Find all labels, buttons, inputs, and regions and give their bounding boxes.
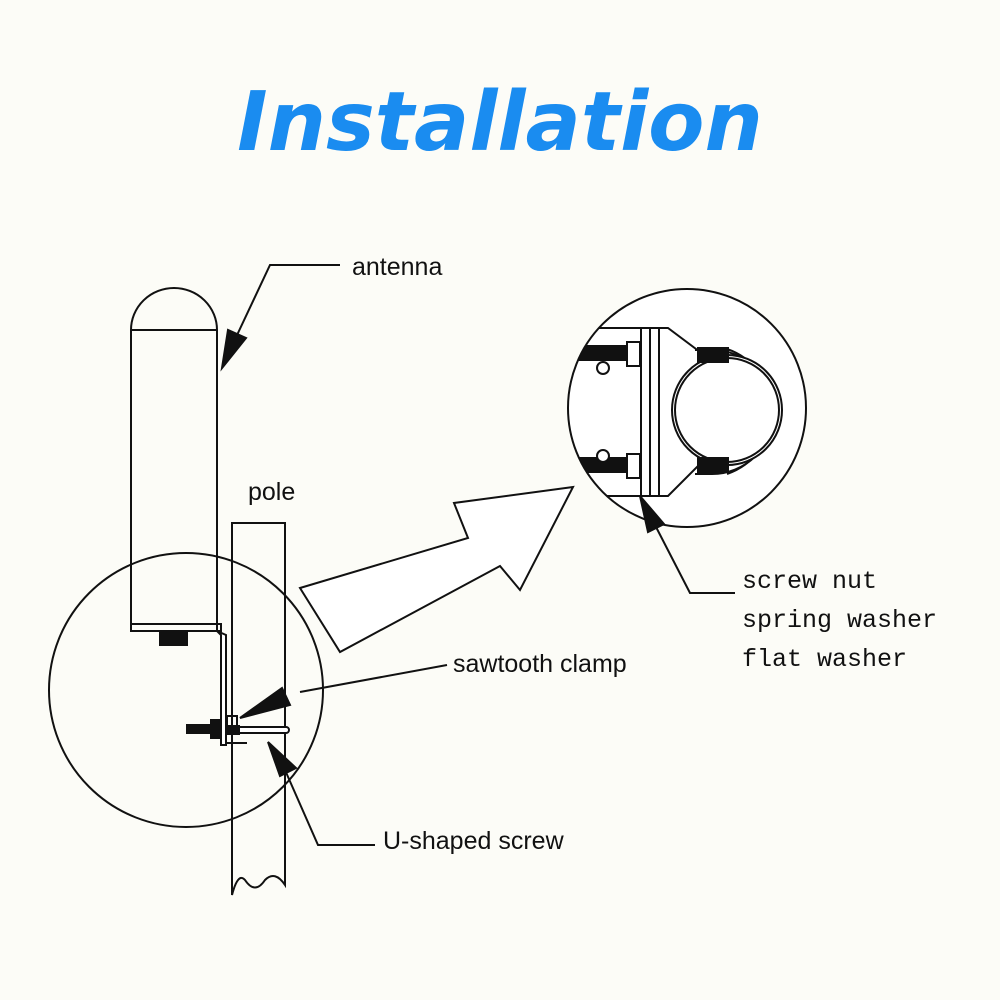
label-sawtooth-clamp: sawtooth clamp [453, 650, 627, 678]
antenna-drawing [130, 287, 227, 746]
detail-circle-right [567, 288, 807, 528]
label-u-shaped-screw: U-shaped screw [383, 827, 565, 855]
label-screw-nut: screw nut [742, 567, 877, 596]
clamp-drawing [186, 715, 290, 744]
page-title: Installation [237, 75, 763, 170]
leader-lines [220, 264, 735, 846]
label-flat-washer: flat washer [742, 645, 907, 674]
label-spring-washer: spring washer [742, 606, 937, 635]
label-pole: pole [248, 478, 295, 506]
detail-circle-left [48, 552, 324, 828]
label-antenna: antenna [352, 253, 442, 281]
pole-drawing [231, 522, 286, 896]
pointer-arrow [298, 485, 575, 654]
